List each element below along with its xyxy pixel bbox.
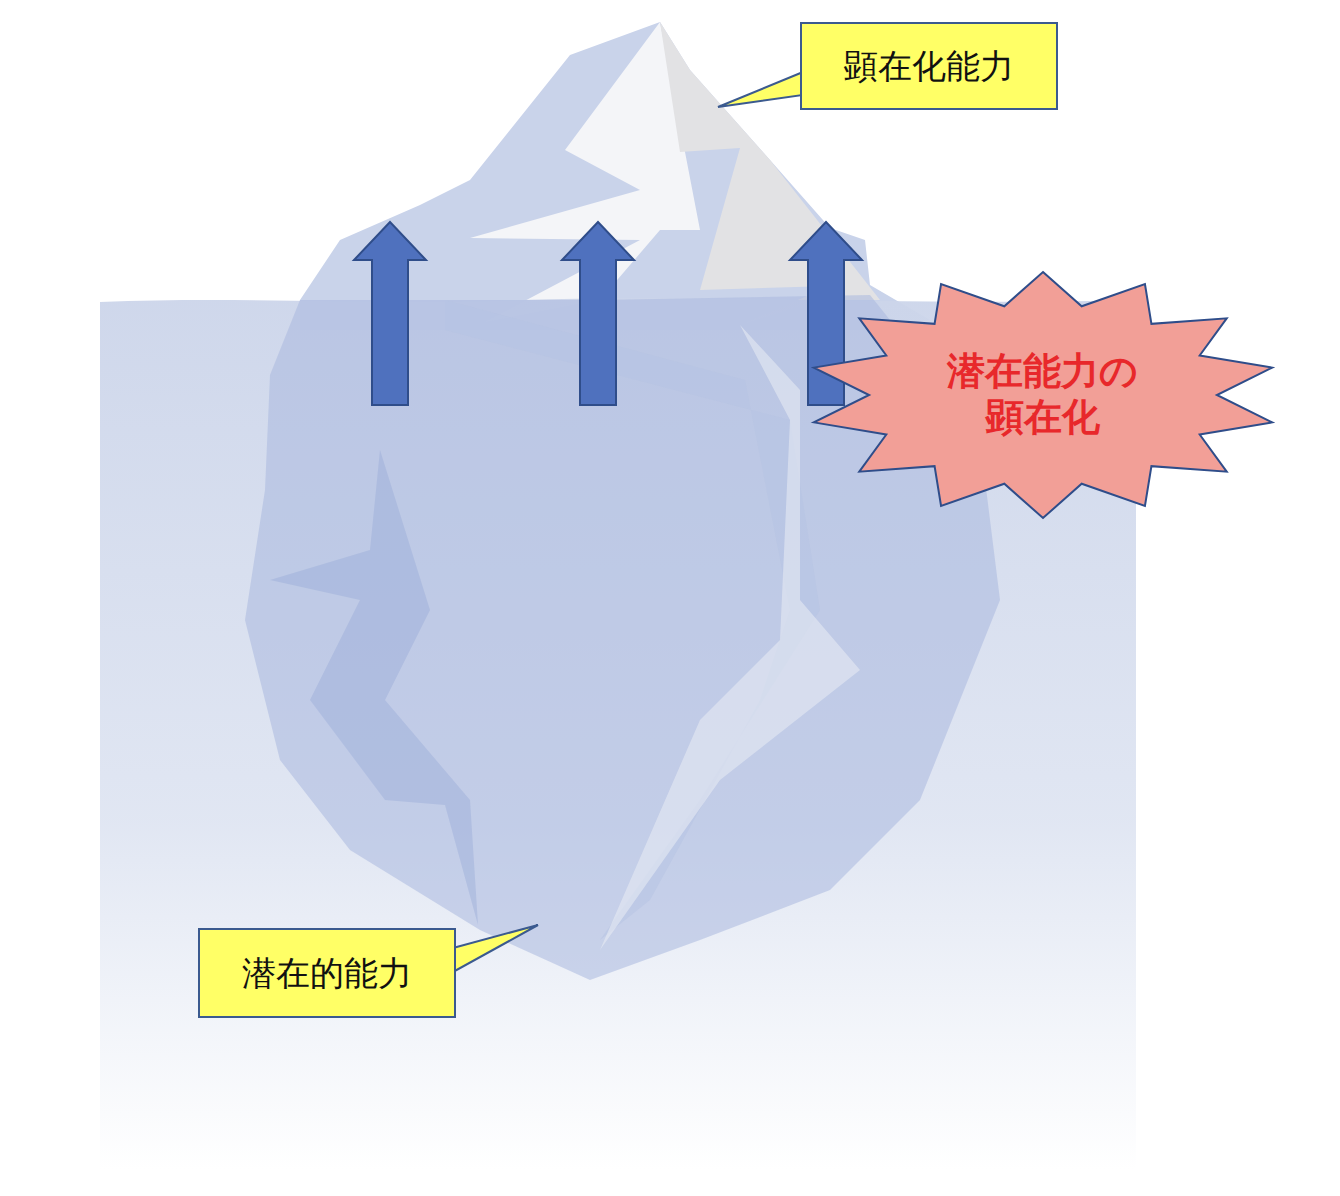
callout-pointer — [718, 72, 803, 107]
up-arrows — [354, 222, 862, 405]
callout-box: 顕在化能力 — [800, 22, 1058, 110]
callout-label: 顕在化能力 — [844, 46, 1014, 87]
callout-label: 潜在的能力 — [242, 953, 412, 994]
callout-pointer — [453, 925, 538, 972]
callout-box: 潜在的能力 — [198, 928, 456, 1018]
burst-label: 潜在能力の 顕在化 — [942, 349, 1143, 440]
starburst: 潜在能力の 顕在化 — [808, 272, 1278, 518]
up-arrow — [562, 222, 634, 405]
iceberg-submerged-face — [445, 300, 820, 940]
starburst-outline — [814, 272, 1272, 518]
up-arrow — [354, 222, 426, 405]
iceberg-submerged-shade — [270, 450, 478, 925]
